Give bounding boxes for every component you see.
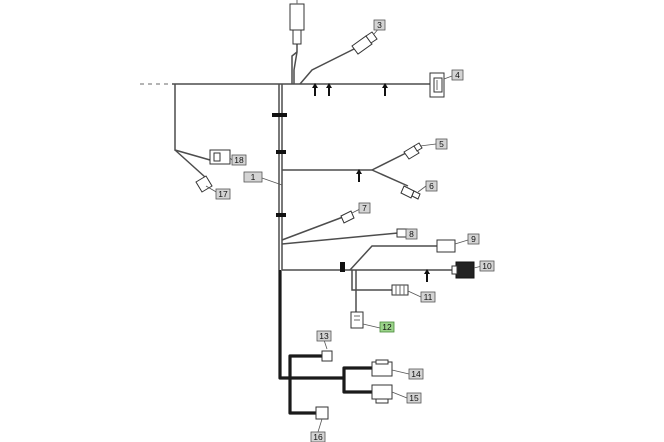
svg-text:4: 4 xyxy=(455,70,460,80)
svg-text:11: 11 xyxy=(424,292,433,302)
callout-4: 4 xyxy=(451,69,464,81)
connector-9 xyxy=(436,239,456,253)
connector-6 xyxy=(400,185,421,200)
svg-text:17: 17 xyxy=(218,189,228,199)
callout-13: 13 xyxy=(316,330,332,342)
callout-14: 14 xyxy=(408,368,424,380)
connector-18 xyxy=(209,149,231,165)
connector-4 xyxy=(429,72,445,98)
callout-7: 7 xyxy=(358,202,371,214)
callout-18: 18 xyxy=(231,154,247,166)
svg-text:7: 7 xyxy=(362,203,367,213)
callout-11: 11 xyxy=(420,291,436,303)
connector-12 xyxy=(350,311,364,329)
connector-14 xyxy=(371,359,393,377)
callout-6: 6 xyxy=(425,180,438,192)
svg-text:5: 5 xyxy=(439,139,444,149)
callout-8: 8 xyxy=(405,228,418,240)
connector-2 xyxy=(289,0,305,45)
svg-text:9: 9 xyxy=(471,234,476,244)
svg-text:18: 18 xyxy=(234,155,244,165)
connector-11 xyxy=(391,284,409,296)
connector-10 xyxy=(451,261,475,279)
svg-text:16: 16 xyxy=(313,432,323,442)
connector-3 xyxy=(351,31,378,55)
svg-text:14: 14 xyxy=(411,369,421,379)
svg-text:3: 3 xyxy=(377,20,382,30)
connector-13 xyxy=(321,350,333,362)
svg-text:15: 15 xyxy=(409,393,419,403)
callout-12: 12 xyxy=(379,321,395,333)
connector-7 xyxy=(340,210,355,224)
callout-16: 16 xyxy=(310,431,326,442)
callout-10: 10 xyxy=(479,260,495,272)
callout-15: 15 xyxy=(406,392,422,404)
callout-3: 3 xyxy=(373,19,386,31)
callout-5: 5 xyxy=(435,138,448,150)
callout-9: 9 xyxy=(467,233,480,245)
svg-text:12: 12 xyxy=(382,322,392,332)
svg-text:8: 8 xyxy=(409,229,414,239)
heavy-harness xyxy=(278,270,372,415)
svg-text:13: 13 xyxy=(319,331,329,341)
svg-text:10: 10 xyxy=(482,261,492,271)
svg-text:1: 1 xyxy=(251,172,256,182)
harness-wires xyxy=(140,30,456,312)
connector-5 xyxy=(403,142,423,160)
wire-clips xyxy=(272,83,430,282)
svg-text:6: 6 xyxy=(429,181,434,191)
connector-15 xyxy=(371,384,393,404)
connector-8 xyxy=(396,228,408,238)
callout-1: 1 xyxy=(243,171,263,183)
connector-17 xyxy=(195,175,213,193)
callout-17: 17 xyxy=(215,188,231,200)
connector-16 xyxy=(315,406,329,420)
